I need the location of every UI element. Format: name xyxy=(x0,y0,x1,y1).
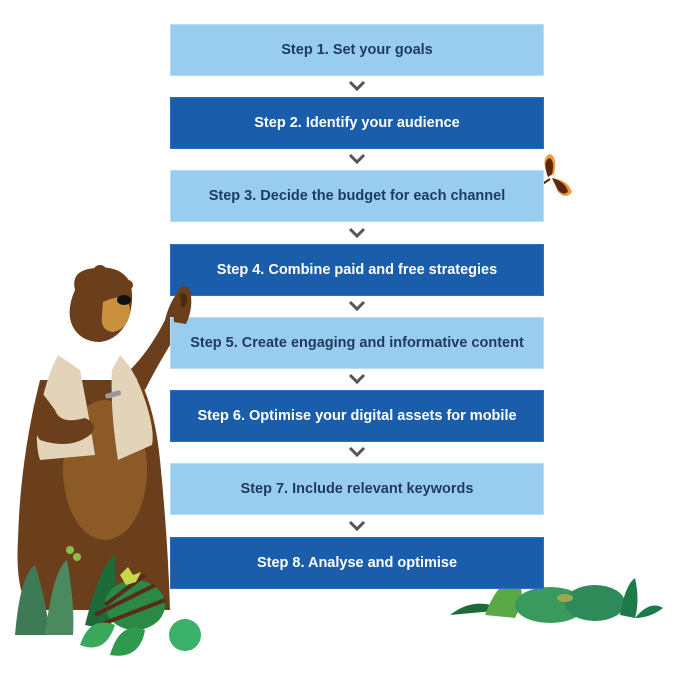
chevron-down-icon xyxy=(348,80,366,92)
chevron-down-icon xyxy=(348,520,366,532)
step-4-box: Step 4. Combine paid and free strategies xyxy=(170,244,544,296)
step-2-label: Step 2. Identify your audience xyxy=(254,115,460,131)
bear-mascot-illustration xyxy=(17,265,191,610)
step-1-box: Step 1. Set your goals xyxy=(170,24,544,76)
step-4-label: Step 4. Combine paid and free strategies xyxy=(216,262,498,278)
chevron-down-icon xyxy=(348,153,366,165)
chevron-down-icon xyxy=(348,300,366,312)
bear-paw-illustration xyxy=(173,286,192,324)
chevron-down-icon xyxy=(348,373,366,385)
plants-left-illustration xyxy=(15,546,201,656)
chevron-down-icon xyxy=(348,446,366,458)
step-5-box: Step 5. Create engaging and informative … xyxy=(170,317,544,369)
step-2-box: Step 2. Identify your audience xyxy=(170,97,544,149)
chevron-down-icon xyxy=(348,227,366,239)
plants-right-illustration xyxy=(450,578,663,623)
step-8-label: Step 8. Analyse and optimise xyxy=(256,555,458,571)
step-1-label: Step 1. Set your goals xyxy=(281,42,433,58)
butterfly-illustration xyxy=(537,154,572,196)
step-6-box: Step 6. Optimise your digital assets for… xyxy=(170,390,544,442)
step-3-box: Step 3. Decide the budget for each chann… xyxy=(170,170,544,222)
step-3-label: Step 3. Decide the budget for each chann… xyxy=(208,188,506,204)
step-8-box: Step 8. Analyse and optimise xyxy=(170,537,544,589)
step-5-label: Step 5. Create engaging and informative … xyxy=(190,335,524,351)
step-7-label: Step 7. Include relevant keywords xyxy=(240,481,474,497)
step-6-label: Step 6. Optimise your digital assets for… xyxy=(197,408,517,424)
step-7-box: Step 7. Include relevant keywords xyxy=(170,463,544,515)
